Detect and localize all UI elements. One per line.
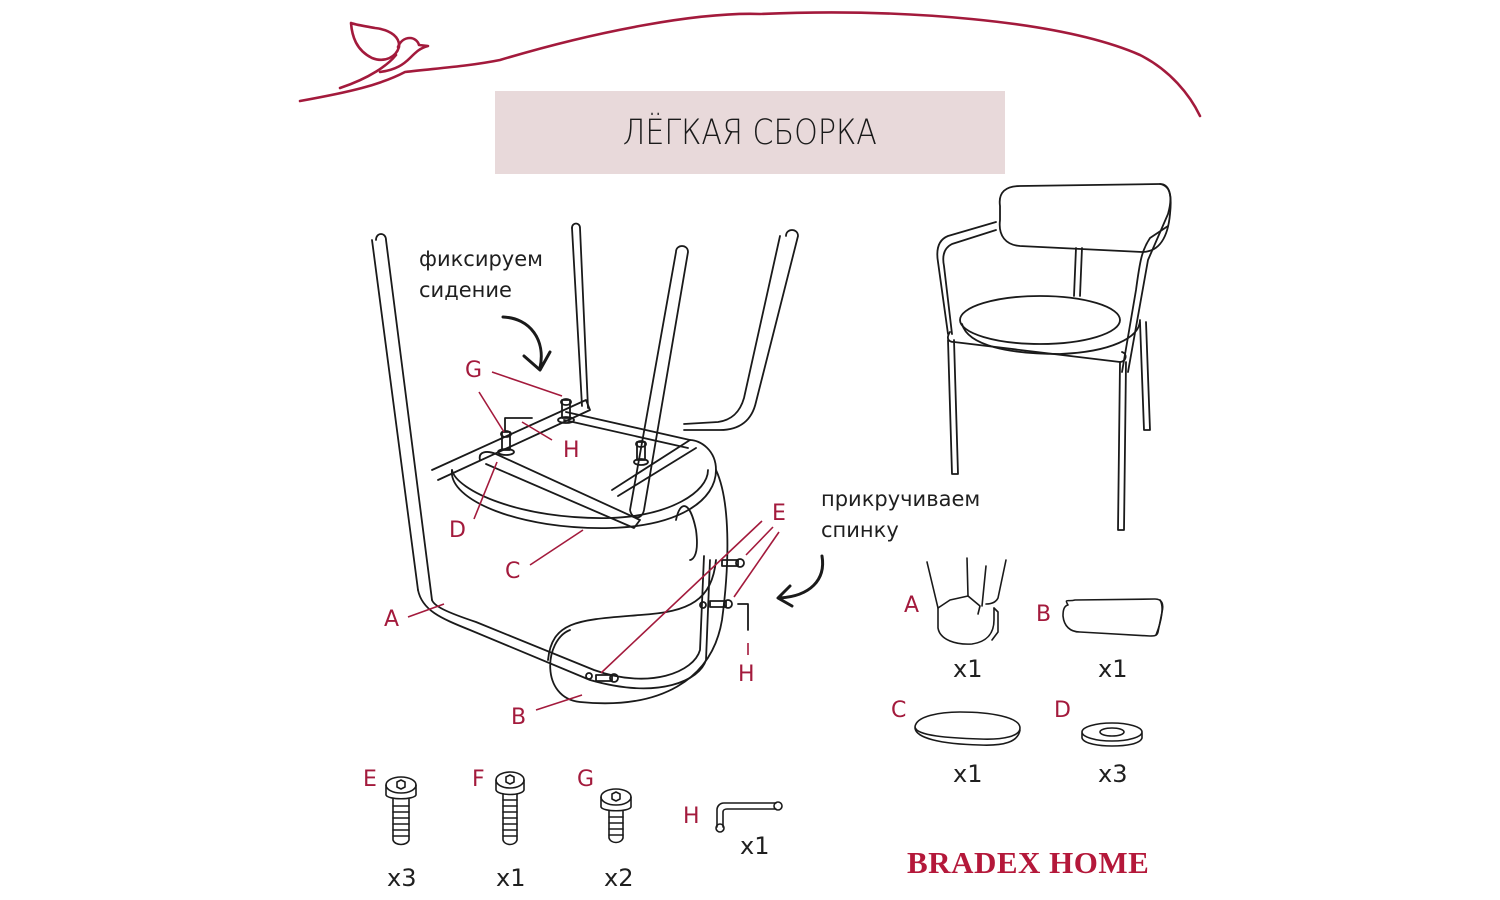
callout-c: C [505, 559, 521, 584]
callout-h-2: H [738, 662, 755, 687]
part-a-frame-icon [926, 557, 1007, 645]
title-banner: ЛЁГКАЯ СБОРКА [495, 91, 1005, 174]
part-b-label: B [1036, 602, 1052, 627]
bolt-g-icon [600, 788, 632, 844]
callout-h: H [563, 438, 580, 463]
bolt-e-icon [385, 776, 417, 846]
hardware-e-label: E [363, 767, 377, 792]
hardware-h-qty: x1 [740, 832, 770, 860]
hardware-e-qty: x3 [387, 864, 417, 892]
note-line: спинку [821, 518, 899, 542]
part-d-qty: x3 [1098, 760, 1128, 788]
note-line: прикручиваем [821, 487, 981, 511]
part-d-label: D [1054, 698, 1071, 723]
note-line: сидение [419, 278, 512, 302]
callout-b: B [511, 705, 527, 730]
page-title: ЛЁГКАЯ СБОРКА [622, 112, 878, 153]
bolt-f-icon [495, 771, 525, 846]
callout-g: G [465, 358, 483, 383]
part-b-qty: x1 [1098, 655, 1128, 683]
arrow-down-icon [501, 315, 552, 372]
hardware-f-qty: x1 [496, 864, 526, 892]
arrow-left-icon [776, 554, 825, 608]
part-a-label: A [904, 593, 920, 618]
note-screw-back: прикручиваем спинку [821, 484, 980, 546]
part-c-qty: x1 [953, 760, 983, 788]
part-c-label: C [891, 698, 907, 723]
note-fix-seat: фиксируем сидение [419, 244, 543, 306]
part-c-seat-icon [914, 711, 1021, 746]
part-b-backrest-icon [1062, 598, 1164, 637]
hardware-f-label: F [472, 767, 485, 792]
brand-logo: BRADEX HOME [907, 845, 1150, 880]
hardware-g-label: G [577, 767, 595, 792]
hex-key-h-icon [715, 801, 783, 833]
part-a-qty: x1 [953, 655, 983, 683]
part-d-washer-icon [1081, 722, 1143, 747]
callout-d: D [449, 518, 466, 543]
note-line: фиксируем [419, 247, 544, 271]
callout-a: A [384, 607, 400, 632]
hardware-h-label: H [683, 804, 700, 829]
hardware-g-qty: x2 [604, 864, 634, 892]
callout-e: E [772, 501, 786, 526]
